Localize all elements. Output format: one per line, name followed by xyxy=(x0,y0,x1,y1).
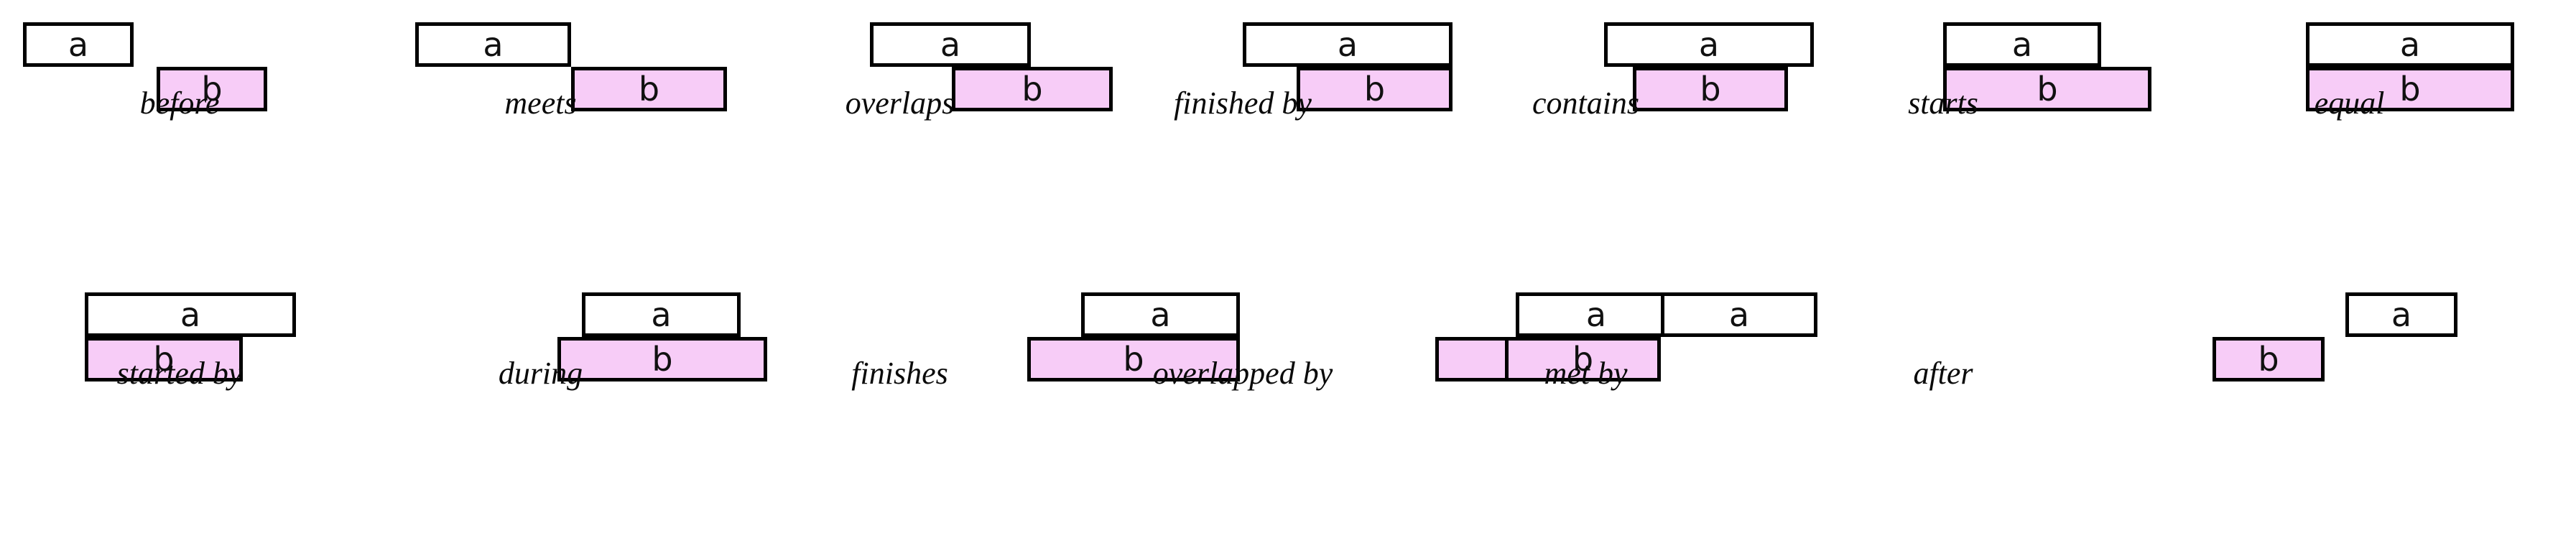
interval-box-b: b xyxy=(571,67,727,111)
interval-box-b: b xyxy=(1027,337,1240,382)
interval-box-a: a xyxy=(1604,22,1814,67)
interval-label-b: b xyxy=(2258,340,2279,379)
interval-label-a: a xyxy=(180,295,201,334)
interval-box-b: b xyxy=(1297,67,1453,111)
relation-name-label: overlaps xyxy=(845,85,955,121)
relation-name-label: meets xyxy=(504,85,577,121)
interval-box-a: a xyxy=(1081,292,1240,337)
interval-label-b: b xyxy=(652,340,673,379)
interval-label-b: b xyxy=(153,340,175,379)
relation-name-label: met by xyxy=(1544,356,1628,391)
interval-box-a: a xyxy=(1243,22,1453,67)
interval-box-b: b xyxy=(2213,337,2325,382)
relation-cell: aboverlapped by xyxy=(1078,270,1677,540)
interval-label-b: b xyxy=(2037,70,2058,108)
interval-box-b: b xyxy=(557,337,767,382)
interval-label-a: a xyxy=(1698,25,1720,64)
relation-name-label: starts xyxy=(1908,85,1978,121)
relation-name-label: started by xyxy=(116,356,243,391)
interval-box-b: b xyxy=(1505,337,1661,382)
interval-box-a: a xyxy=(2345,292,2457,337)
interval-label-a: a xyxy=(1728,295,1750,334)
relation-name-label: after xyxy=(1913,356,1973,391)
interval-label-b: b xyxy=(638,70,660,108)
interval-label-a: a xyxy=(2391,295,2412,334)
interval-label-a: a xyxy=(2011,25,2033,64)
interval-box-a: a xyxy=(2306,22,2514,67)
interval-label-b: b xyxy=(1123,340,1144,379)
interval-box-b: b xyxy=(2306,67,2514,111)
relation-name-label: during xyxy=(498,356,583,391)
interval-label-a: a xyxy=(1337,25,1358,64)
relation-name-label: finishes xyxy=(851,356,948,391)
interval-box-a: a xyxy=(870,22,1031,67)
interval-label-a: a xyxy=(1585,295,1607,334)
interval-box-a: a xyxy=(415,22,571,67)
interval-box-a: a xyxy=(1943,22,2101,67)
interval-box-a: a xyxy=(1516,292,1677,337)
interval-box-b: b xyxy=(157,67,267,111)
relation-name-label: finished by xyxy=(1174,85,1312,121)
interval-box-b: b xyxy=(1633,67,1788,111)
relation-name-label: contains xyxy=(1532,85,1640,121)
interval-label-b: b xyxy=(1363,70,1386,108)
interval-label-b: b xyxy=(1572,340,1594,379)
interval-label-a: a xyxy=(940,25,961,64)
interval-label-a: a xyxy=(1150,295,1171,334)
interval-box-b: b xyxy=(85,337,243,382)
interval-label-b: b xyxy=(201,70,223,108)
interval-label-b: b xyxy=(2399,70,2421,108)
interval-label-b: b xyxy=(1021,70,1043,108)
interval-label-a: a xyxy=(2399,25,2421,64)
interval-label-a: a xyxy=(651,295,672,334)
interval-box-b: b xyxy=(1943,67,2151,111)
relation-name-label: overlapped by xyxy=(1152,356,1333,391)
interval-box-b: b xyxy=(952,67,1113,111)
interval-box-a: a xyxy=(23,22,134,67)
relation-name-label: before xyxy=(139,85,220,121)
interval-label-a: a xyxy=(483,25,504,64)
interval-label-a: a xyxy=(68,25,89,64)
interval-box-a: a xyxy=(1661,292,1817,337)
interval-box-a: a xyxy=(582,292,741,337)
relation-name-label: equal xyxy=(2314,85,2385,121)
interval-label-b: b xyxy=(1700,70,1721,108)
interval-box-a: a xyxy=(85,292,296,337)
